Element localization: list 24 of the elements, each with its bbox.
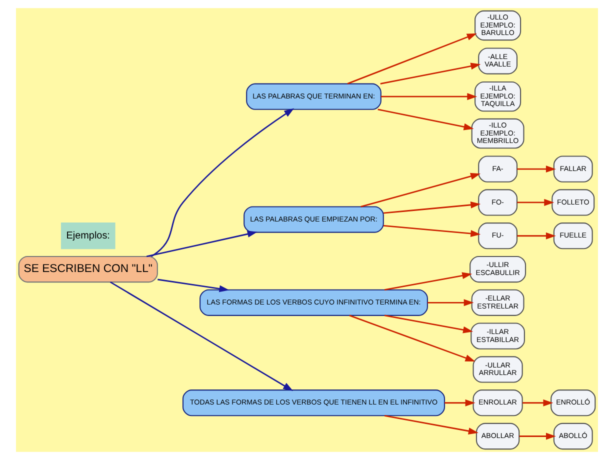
arrow — [384, 414, 478, 434]
arrow — [360, 172, 481, 208]
arrow — [383, 201, 481, 214]
arrow — [384, 272, 472, 291]
arrow — [146, 230, 258, 258]
arrow — [383, 225, 481, 237]
arrow — [517, 166, 556, 173]
arrow — [444, 399, 476, 406]
arrow — [347, 33, 477, 84]
arrow — [522, 399, 554, 406]
arrow — [110, 281, 294, 391]
arrow — [349, 314, 476, 362]
arrow — [384, 314, 474, 334]
arrow — [428, 299, 474, 306]
label: Ejemplos: — [66, 230, 110, 242]
arrow — [150, 108, 294, 257]
node-box: SE ESCRIBEN CON "LL" — [18, 256, 158, 283]
arrow — [517, 232, 556, 240]
arrow — [378, 108, 474, 130]
arrow — [517, 198, 554, 206]
arrow — [519, 432, 556, 440]
arrow — [380, 93, 478, 100]
arrow — [158, 278, 230, 292]
arrow — [380, 62, 481, 84]
